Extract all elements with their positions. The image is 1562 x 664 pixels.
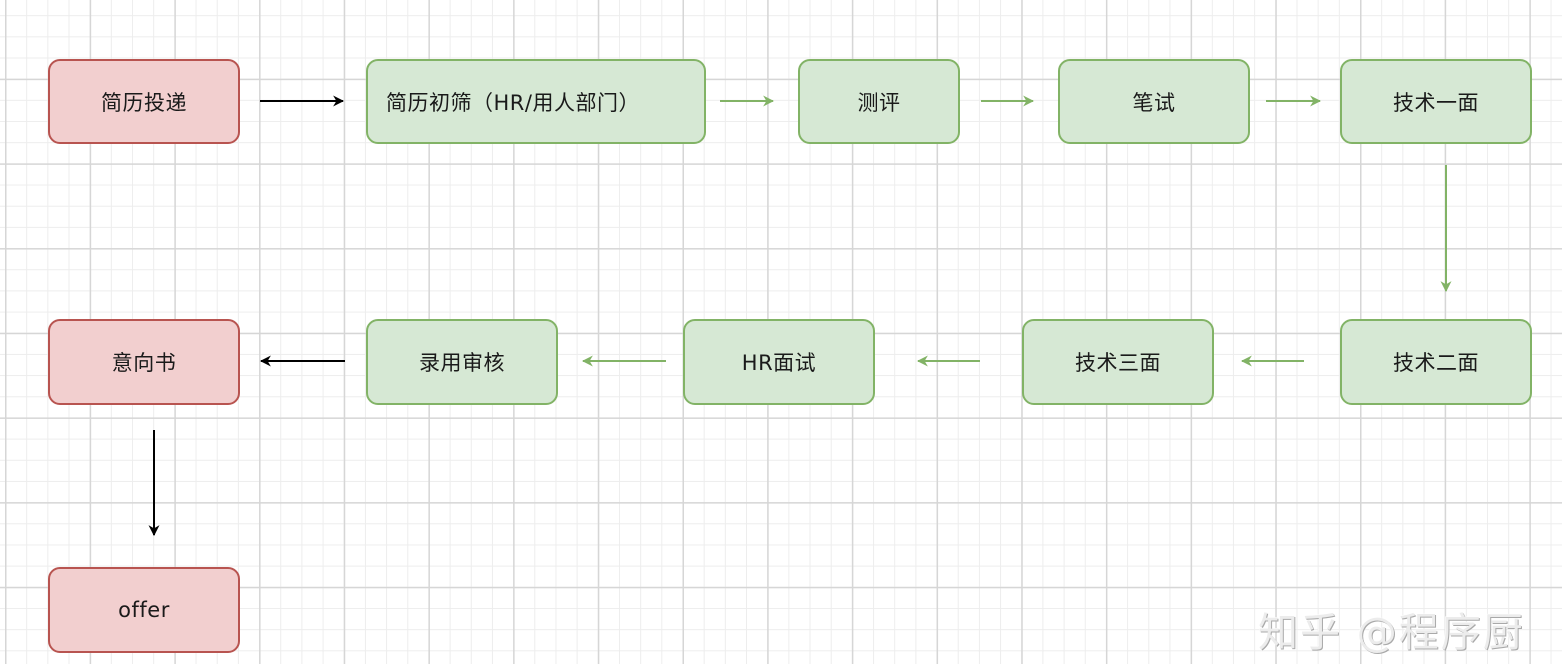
watermark-text: 知乎 @程序厨 bbox=[1258, 610, 1525, 656]
node-hiring-review[interactable]: 录用审核 bbox=[366, 319, 558, 405]
node-label: 技术三面 bbox=[1075, 351, 1161, 375]
node-tech-interview-2[interactable]: 技术二面 bbox=[1340, 319, 1532, 405]
node-tech-interview-1[interactable]: 技术一面 bbox=[1340, 59, 1532, 144]
node-label: 简历投递 bbox=[101, 90, 187, 115]
node-label: 意向书 bbox=[111, 351, 177, 375]
node-offer[interactable]: offer bbox=[48, 567, 240, 653]
node-label: HR面试 bbox=[741, 351, 817, 375]
node-assessment[interactable]: 测评 bbox=[798, 59, 960, 144]
node-label: 测评 bbox=[857, 90, 901, 115]
node-hr-interview[interactable]: HR面试 bbox=[683, 319, 875, 405]
node-resume-submit[interactable]: 简历投递 bbox=[48, 59, 240, 144]
node-label: 笔试 bbox=[1132, 90, 1176, 115]
node-label: 技术二面 bbox=[1393, 351, 1479, 375]
node-label: offer bbox=[118, 598, 170, 622]
node-tech-interview-3[interactable]: 技术三面 bbox=[1022, 319, 1214, 405]
node-label: 技术一面 bbox=[1393, 90, 1479, 115]
node-label: 录用审核 bbox=[419, 351, 505, 375]
node-resume-screen[interactable]: 简历初筛（HR/用人部门） bbox=[366, 59, 706, 144]
node-intent-letter[interactable]: 意向书 bbox=[48, 319, 240, 405]
node-written-test[interactable]: 笔试 bbox=[1058, 59, 1250, 144]
node-label: 简历初筛（HR/用人部门） bbox=[386, 90, 640, 115]
